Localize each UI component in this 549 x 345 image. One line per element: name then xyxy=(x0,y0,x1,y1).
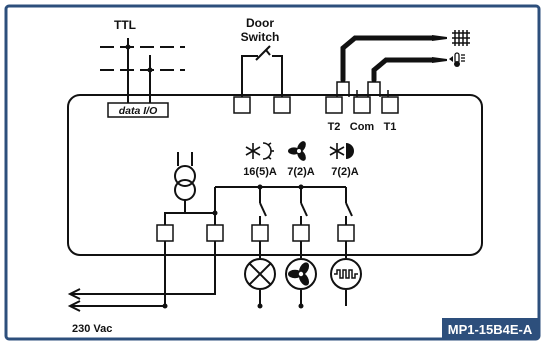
relay-contact xyxy=(345,187,353,225)
terminal-label-t1: T1 xyxy=(384,121,397,133)
relay-rating: 7(2)A xyxy=(287,166,315,178)
thermometer-icon xyxy=(449,52,465,67)
arrow-icon xyxy=(67,288,81,312)
relay-contact xyxy=(259,187,267,225)
relay-terminal xyxy=(292,224,310,242)
power-terminal xyxy=(206,224,224,242)
ttl-junction xyxy=(147,67,153,73)
controller-body xyxy=(67,94,483,256)
compressor-icon xyxy=(329,143,354,159)
door-switch-terminal xyxy=(233,96,251,114)
sensor-tip xyxy=(432,57,447,63)
relay-rating: 7(2)A xyxy=(331,166,359,178)
fan-icon xyxy=(285,258,317,290)
door-switch-label: Door xyxy=(246,16,274,30)
model-code: MP1-15B4E-A xyxy=(448,322,533,337)
sensor-terminal-t2 xyxy=(325,96,343,114)
relay-terminal xyxy=(337,224,355,242)
sensor-cable-ends xyxy=(336,81,389,97)
relay-terminal xyxy=(251,224,269,242)
terminal-label-t2: T2 xyxy=(328,121,341,133)
relay-rating: 16(5)A xyxy=(243,166,277,178)
fan-icon xyxy=(288,141,306,161)
door-switch-terminal xyxy=(273,96,291,114)
door-switch-label: Switch xyxy=(241,30,280,44)
heater-icon xyxy=(330,258,362,290)
relay-contact xyxy=(300,187,308,225)
door-switch-symbol xyxy=(241,45,283,97)
evaporator-coil-icon xyxy=(452,30,470,46)
sensor-terminal-t1 xyxy=(381,96,399,114)
sensor-cables xyxy=(340,35,435,83)
terminal-label-com: Com xyxy=(350,121,375,133)
ttl-label: TTL xyxy=(114,18,136,32)
power-terminal xyxy=(156,224,174,242)
data-io-label: data I/O xyxy=(119,105,158,117)
sensor-terminal-com xyxy=(353,96,371,114)
lamp-icon xyxy=(244,258,276,290)
wire-junction xyxy=(162,303,168,309)
ttl-junction xyxy=(125,44,131,50)
data-io-port xyxy=(107,102,169,118)
ttl-bus-lines xyxy=(100,38,185,103)
transformer-symbol xyxy=(164,152,215,225)
supply-voltage-label: 230 Vac xyxy=(72,323,112,335)
defrost-icon xyxy=(245,142,274,160)
model-badge xyxy=(442,318,539,339)
wire-junction xyxy=(298,303,304,309)
sensor-tip xyxy=(432,35,447,41)
wire-junction xyxy=(257,303,263,309)
